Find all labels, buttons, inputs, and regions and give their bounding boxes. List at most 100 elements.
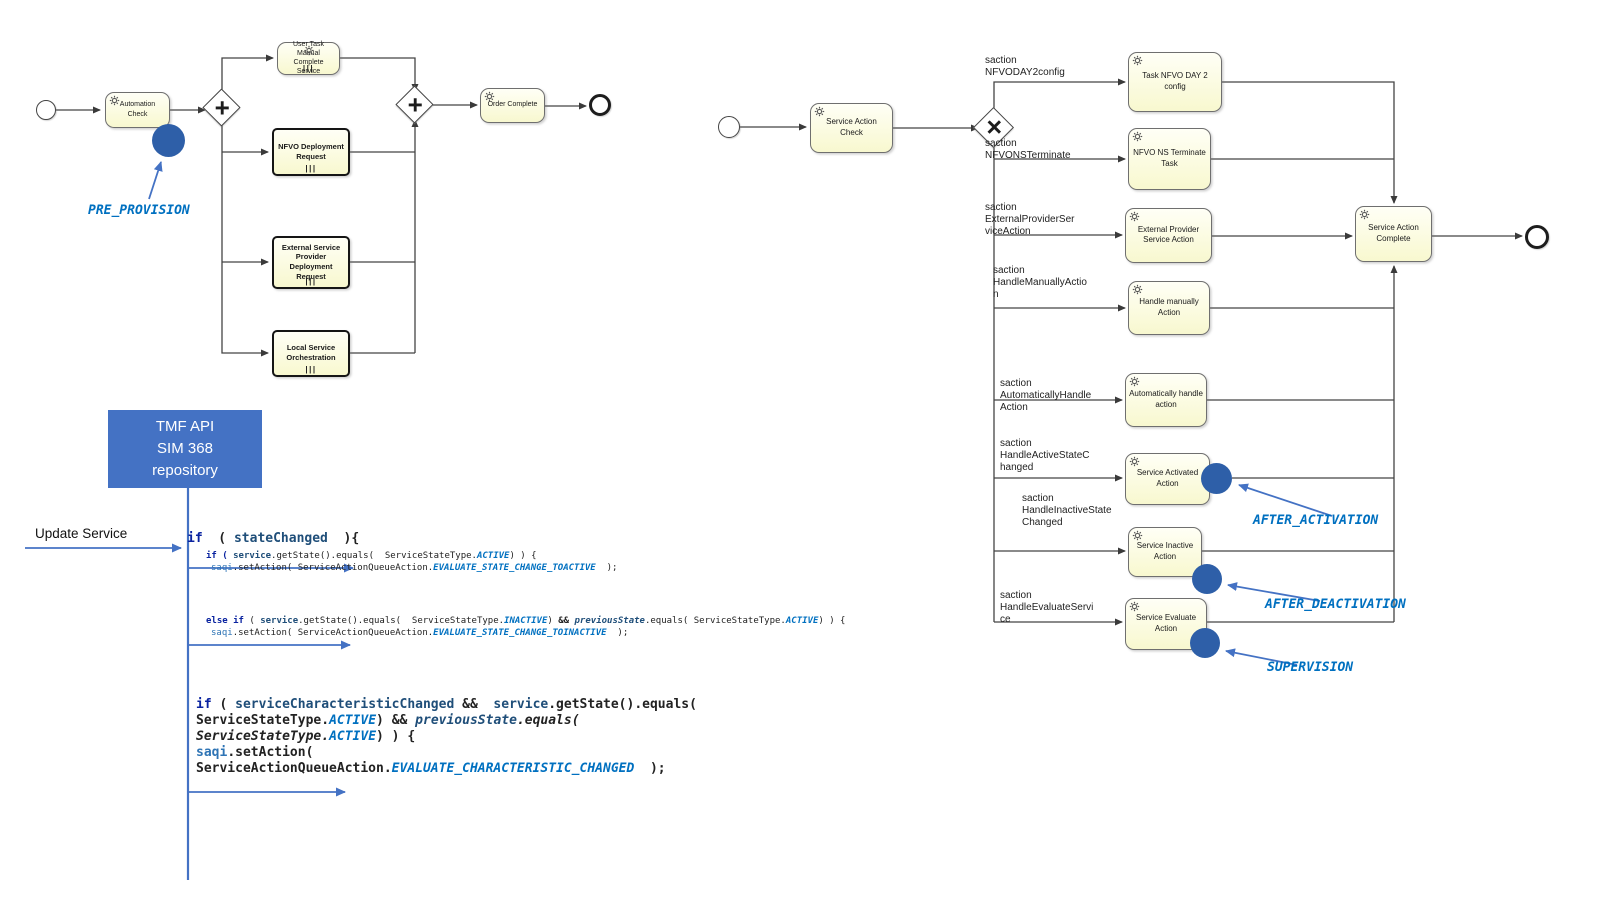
gear-icon [303, 45, 314, 56]
code-token: .getState().equals( ServiceStateType. [298, 616, 505, 626]
code-token: INACTIVE [504, 616, 548, 626]
parallel-gateway-join: + [395, 85, 434, 124]
code-token: service [260, 616, 299, 626]
supervision-marker-dot [1190, 628, 1220, 658]
gear-icon [1129, 211, 1140, 222]
code-token: EVALUATE_CHARACTERISTIC_CHANGED [391, 761, 635, 776]
task-label: Automation Check [119, 101, 156, 118]
branch-label-handleactivestatechanged: saction HandleActiveStateC hanged [1000, 438, 1090, 473]
task-label: Task NFVO DAY 2 config [1142, 71, 1208, 91]
update-service-label: Update Service [35, 526, 128, 541]
branch-label-handleevaluateservice: saction HandleEvaluateServi ce [1000, 590, 1094, 625]
task-handle-manually-action: Handle manually Action [1128, 281, 1210, 335]
code-token: ){ [327, 531, 360, 546]
code-token: ACTIVE [785, 616, 819, 626]
code-line-state-changed: if ( stateChanged ){ [187, 531, 359, 546]
task-external-service-provider-request: External Service Provider Deployment Req… [272, 236, 350, 289]
code-token: ) ) { [818, 616, 846, 626]
gear-icon [1129, 601, 1140, 612]
task-label: NFVO NS Terminate Task [1133, 148, 1206, 168]
subprocess-marker-icon: ||| [302, 64, 315, 74]
code-token: .setAction( ServiceActionQueueAction. [232, 628, 434, 638]
task-nfvo-day2-config: Task NFVO DAY 2 config [1128, 52, 1222, 112]
code-line-characteristic-2: ServiceStateType.ACTIVE) && previousStat… [196, 713, 580, 728]
code-token: .getState().equals( ServiceStateType. [271, 551, 477, 561]
task-label: Service Inactive Action [1136, 541, 1194, 561]
code-token: ( [211, 697, 236, 712]
code-token: ); [606, 628, 629, 638]
code-token: && [454, 697, 486, 712]
code-token: serviceCharacteristicChanged [235, 697, 455, 712]
code-token: saqi [211, 563, 233, 573]
subprocess-marker-icon: ||| [305, 365, 317, 375]
parallel-gateway-split: + [202, 88, 241, 127]
task-label: Service Action Complete [1368, 223, 1419, 243]
gear-icon [1132, 131, 1143, 142]
parallel-gateway-icon: + [407, 88, 423, 119]
after-activation-marker-dot [1201, 463, 1232, 494]
branch-label-handlemanuallyaction: saction HandleManuallyActio n [993, 265, 1087, 300]
task-label: Handle manually Action [1139, 297, 1199, 317]
code-line-characteristic-5: ServiceActionQueueAction.EVALUATE_CHARAC… [196, 761, 666, 776]
branch-label-nfvoday2config: saction NFVODAY2config [985, 55, 1065, 78]
annotation-pre-provision: PRE_PROVISION [88, 203, 190, 218]
task-service-inactive-action: Service Inactive Action [1128, 527, 1202, 577]
code-token: if ( [206, 551, 228, 561]
code-line-characteristic-3: ServiceStateType.ACTIVE) ) { [196, 729, 415, 744]
task-automation-check: Automation Check [105, 92, 170, 128]
code-token: && [558, 616, 570, 626]
task-label: Local Service Orchestration [286, 343, 336, 362]
task-local-service-orchestration: Local Service Orchestration ||| [272, 330, 350, 377]
branch-label-handleinactivestatechanged: saction HandleInactiveState Changed [1022, 493, 1112, 528]
gear-icon [1129, 456, 1140, 467]
task-nfvo-deployment-request: NFVO Deployment Request ||| [272, 128, 350, 176]
annotation-supervision: SUPERVISION [1267, 660, 1354, 675]
task-automatically-handle-action: Automatically handle action [1125, 373, 1207, 427]
task-service-action-complete: Service Action Complete [1355, 206, 1432, 262]
code-token: service [233, 551, 272, 561]
branch-label-nfvonsterminate: saction NFVONSTerminate [985, 138, 1071, 161]
repository-box: TMF API SIM 368 repository [108, 410, 262, 488]
code-token: previousState [415, 713, 517, 728]
task-label: Service Activated Action [1136, 468, 1199, 488]
task-nfvo-ns-terminate: NFVO NS Terminate Task [1128, 128, 1211, 190]
task-service-action-check: Service Action Check [810, 103, 893, 153]
code-token: ) ) { [509, 551, 537, 561]
task-label: External Service Provider Deployment Req… [281, 242, 341, 281]
code-token: .setAction( [227, 745, 314, 760]
task-label: Automatically handle action [1129, 389, 1203, 409]
code-line-if-active: if ( service.getState().equals( ServiceS… [206, 551, 537, 561]
code-line-characteristic-1: if ( serviceCharacteristicChanged && ser… [196, 697, 697, 712]
code-token: ACTIVE [476, 551, 510, 561]
code-token: EVALUATE_STATE_CHANGE_TOINACTIVE [433, 628, 607, 638]
gear-icon [484, 91, 495, 102]
code-token: stateChanged [233, 531, 328, 546]
task-label: Service Evaluate Action [1135, 613, 1197, 633]
annotation-after-deactivation: AFTER_DEACTIVATION [1265, 597, 1406, 612]
code-token: else if [206, 616, 244, 626]
start-event-right [718, 116, 740, 138]
code-token: ); [634, 761, 666, 776]
code-line-setaction-toactive: saqi.setAction( ServiceActionQueueAction… [211, 563, 617, 573]
task-external-provider-service-action: External Provider Service Action [1125, 208, 1212, 263]
gear-icon [814, 106, 825, 117]
parallel-gateway-icon: + [214, 91, 230, 122]
gear-icon [1132, 284, 1143, 295]
task-service-activated-action: Service Activated Action [1125, 453, 1210, 505]
branch-label-externalproviderserviceaction: saction ExternalProviderSer viceAction [985, 202, 1075, 237]
code-token: EVALUATE_STATE_CHANGE_TOACTIVE [433, 563, 596, 573]
code-token: if [196, 697, 212, 712]
code-line-characteristic-4: saqi.setAction( [196, 745, 313, 760]
gear-icon [1132, 55, 1143, 66]
code-token: previousState [574, 616, 645, 626]
start-event-left [36, 100, 56, 120]
gear-icon [1129, 376, 1140, 387]
code-token: if [187, 531, 203, 546]
gear-icon [109, 95, 120, 106]
task-label: Service Action Check [826, 117, 877, 137]
code-token: ACTIVE [329, 729, 377, 744]
code-token: ServiceActionQueueAction. [196, 761, 392, 776]
code-token: ( [243, 616, 261, 626]
gear-icon [1359, 209, 1370, 220]
